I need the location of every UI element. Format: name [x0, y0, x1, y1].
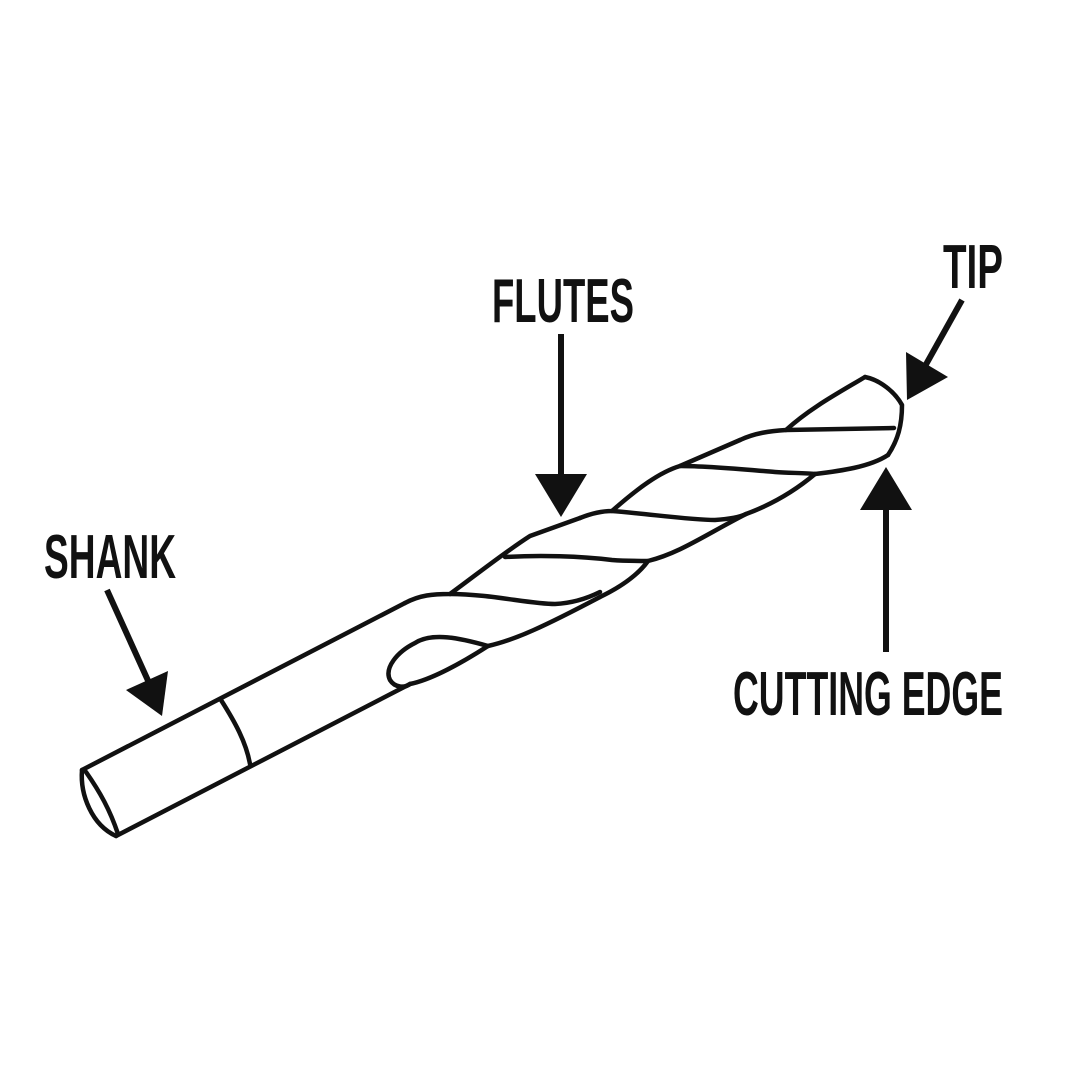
flutes-arrowhead [535, 474, 587, 517]
arrows [104, 298, 965, 716]
flute-top-edge-1 [402, 515, 583, 606]
flute-band-3 [609, 508, 749, 523]
flute-curl [386, 634, 491, 689]
cutting-edge-arrowhead [860, 467, 912, 510]
flute-top-edge-2 [577, 437, 743, 521]
cutting-edge-label: CUTTING EDGE [733, 660, 1003, 729]
flute-band-2 [502, 553, 651, 564]
shank-arrowhead [126, 671, 168, 716]
flute-lower-spiral-1 [407, 594, 603, 687]
shank-ring [218, 697, 253, 767]
tip-arrowhead [906, 352, 948, 400]
flute-band-4 [677, 463, 818, 477]
flutes-label: FLUTES [492, 267, 634, 336]
shank-arrow-shaft [104, 588, 153, 687]
drill-bit-illustration [79, 374, 905, 839]
tip-arrow-shaft [921, 298, 965, 370]
flute-band-5 [812, 452, 891, 477]
shank-top-edge [79, 600, 408, 773]
shank-bottom-edge [113, 681, 413, 839]
tip-label: TIP [943, 233, 1003, 302]
tip-cutting-line [783, 425, 897, 433]
flute-lower-spiral-2 [597, 471, 818, 600]
flute-band-1 [447, 589, 603, 607]
labels: FLUTES TIP SHANK CUTTING EDGE [44, 233, 1003, 729]
shank-label: SHANK [44, 523, 176, 592]
tip-outline [862, 374, 905, 458]
shank-end-cap-inner [83, 769, 121, 837]
shank-end-cap [79, 767, 119, 839]
